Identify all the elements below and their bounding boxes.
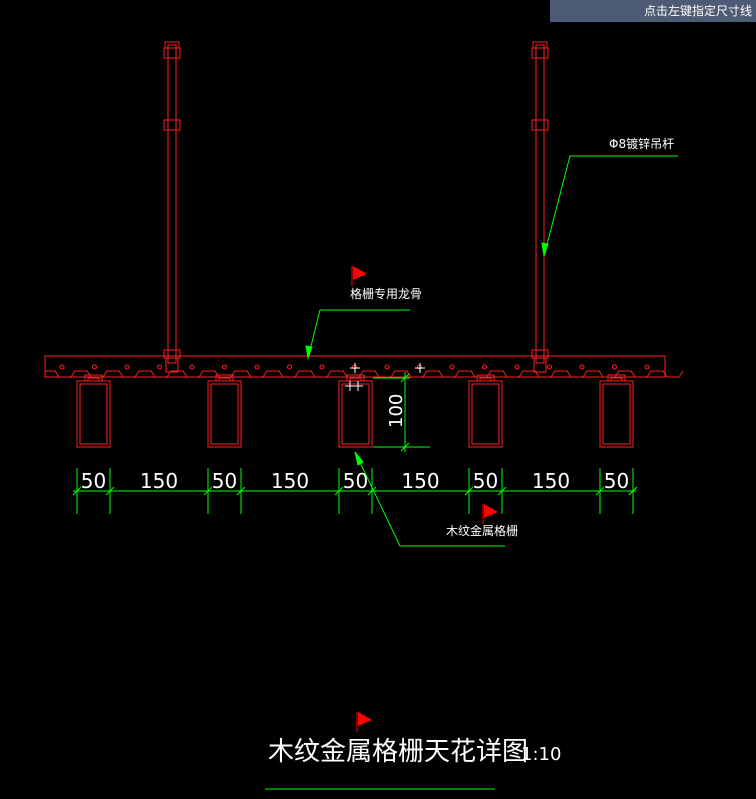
dimension-tick xyxy=(105,486,115,496)
dimension-chain xyxy=(72,468,638,514)
keel-hole xyxy=(124,364,130,370)
keel-label-flag xyxy=(351,266,367,286)
keel-hole xyxy=(222,364,227,370)
keel-hole xyxy=(189,364,195,370)
keel-hole xyxy=(384,364,390,370)
grille-profile xyxy=(207,374,242,448)
keel-hole xyxy=(644,364,650,370)
dimension-value: 150 xyxy=(532,469,570,493)
drawing-scale: 1:10 xyxy=(521,744,561,765)
dimension-value: 150 xyxy=(401,469,439,493)
rod-label: Φ8镀锌吊杆 xyxy=(609,137,674,151)
hanger-rod-left xyxy=(163,41,181,373)
keel-hole xyxy=(59,364,65,370)
keel-hole xyxy=(254,364,260,370)
keel-hole xyxy=(449,364,455,370)
grille-profile xyxy=(599,374,634,448)
grille-profile xyxy=(338,374,373,448)
dimension-tick xyxy=(334,486,344,496)
keel-hole xyxy=(514,364,520,370)
snap-markers xyxy=(345,363,425,391)
dimension-tick xyxy=(497,486,507,496)
dimension-tick xyxy=(595,486,605,496)
dimension-value: 50 xyxy=(81,469,106,493)
grille-profile xyxy=(76,374,111,448)
keel-hole xyxy=(319,364,325,370)
keel-hole xyxy=(287,364,292,370)
dimension-value: 50 xyxy=(212,469,237,493)
keel-hole xyxy=(157,364,162,370)
hanger-rod-right xyxy=(531,41,549,373)
title-flag xyxy=(356,712,372,732)
keel-label: 格栅专用龙骨 xyxy=(350,286,422,301)
dimension-value: 50 xyxy=(343,469,368,493)
dimension-tick xyxy=(628,486,638,496)
keel-leader xyxy=(305,309,410,360)
grille-profile xyxy=(468,374,503,448)
keel-hole xyxy=(612,364,617,370)
grille-leader xyxy=(354,451,505,547)
keel-hole xyxy=(482,364,487,370)
drawing-title: 木纹金属格栅天花详图 xyxy=(268,737,528,767)
grille-label-flag xyxy=(482,504,498,524)
dimension-value: 50 xyxy=(473,469,498,493)
grille-label: 木纹金属格栅 xyxy=(446,523,518,538)
dimension-value: 150 xyxy=(271,469,309,493)
dimension-tick xyxy=(72,486,82,496)
dimension-tick xyxy=(236,486,246,496)
dimension-tick xyxy=(367,486,377,496)
dimension-tick xyxy=(203,486,213,496)
rod-leader xyxy=(541,155,678,257)
dimension-value: 50 xyxy=(604,469,629,493)
keel-hole xyxy=(547,364,552,370)
height-dimension-value: 100 xyxy=(386,394,407,428)
grille-keel xyxy=(44,355,684,378)
keel-hole xyxy=(579,364,585,370)
height-dimension xyxy=(373,372,430,452)
command-prompt-tooltip: 点击左键指定尺寸线 xyxy=(550,0,756,22)
keel-hole xyxy=(92,364,97,370)
dimension-value: 150 xyxy=(140,469,178,493)
dimension-tick xyxy=(464,486,474,496)
